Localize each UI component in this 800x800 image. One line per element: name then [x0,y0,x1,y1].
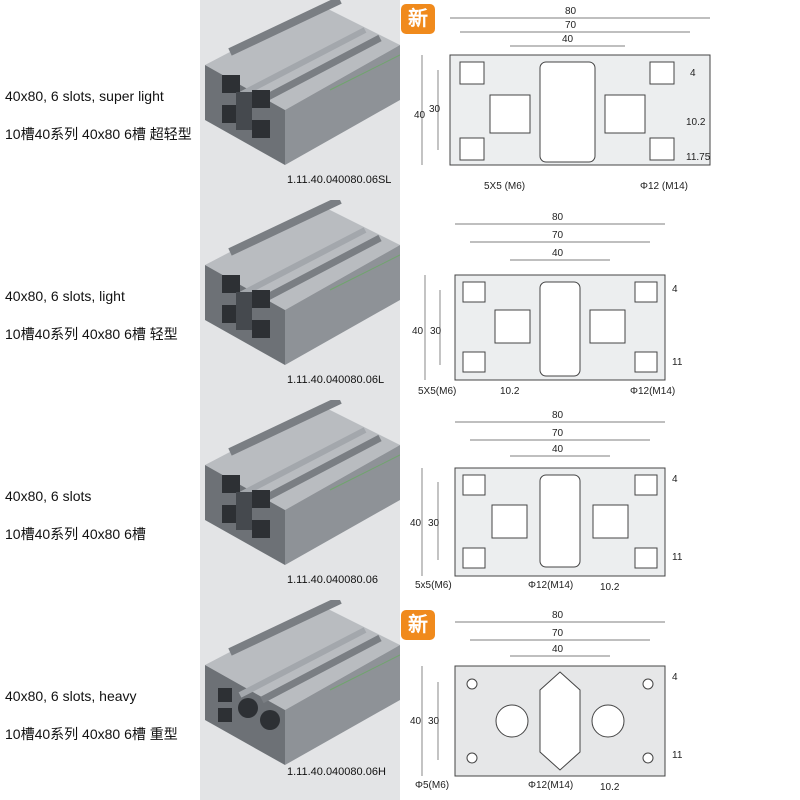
dim-height-30: 30 [430,326,442,337]
dim-width-40: 40 [552,248,564,259]
dim-hole: Φ12 (M14) [640,181,688,192]
profile-row-standard: 1.11.40.040080.06 40x80, 6 slots 10槽40系列… [0,400,800,600]
dim-height-30: 30 [429,104,441,115]
dim-width-70: 70 [552,628,564,639]
dim-slot: 5X5(M6) [418,386,456,397]
dim-4: 4 [672,474,678,485]
dim-11: 11 [672,552,683,563]
dim-4: 4 [690,68,696,79]
dim-width-70: 70 [565,20,577,31]
dim-hole: Φ12(M14) [528,780,573,791]
dim-height-30: 30 [428,518,440,529]
part-number: 1.11.40.040080.06L [287,374,385,386]
profile-title-cn: 10槽40系列 40x80 6槽 超轻型 [5,126,192,142]
dim-4: 4 [672,284,678,295]
technical-drawing: 80 70 40 40 30 4 11 10.2 5x5(M6) Φ12(M14… [410,410,683,593]
dim-11: 11 [672,357,683,368]
dim-10-2: 10.2 [500,386,520,397]
dim-height-30: 30 [428,716,440,727]
profile-title-en: 40x80, 6 slots, super light [5,88,164,104]
new-badge: 新 [401,4,435,34]
dim-width-80: 80 [552,212,564,223]
dim-height-40: 40 [414,110,426,121]
dim-width-80: 80 [552,610,564,621]
technical-drawing: 80 70 40 40 30 4 11 10.2 5X5(M6) Φ12(M14… [412,212,683,397]
profile-title-cn: 10槽40系列 40x80 6槽 [5,526,146,542]
part-number: 1.11.40.040080.06 [287,574,378,586]
profile-row-light: 1.11.40.040080.06L 40x80, 6 slots, light… [0,200,800,400]
dim-hole: Φ12(M14) [528,580,573,591]
technical-drawing: 80 70 40 40 30 4 11 10.2 Φ5(M6) Φ12(M14) [410,610,683,793]
part-number: 1.11.40.040080.06H [287,766,386,778]
dim-height-40: 40 [410,518,422,529]
profile-title-en: 40x80, 6 slots, heavy [5,688,137,704]
dim-slot: 5X5 (M6) [484,181,525,192]
dim-width-40: 40 [552,444,564,455]
profile-title-en: 40x80, 6 slots [5,488,92,504]
dim-slot: 5x5(M6) [415,580,452,591]
dim-10-2: 10.2 [600,782,620,793]
dim-width-40: 40 [562,34,574,45]
new-badge: 新 [401,610,435,640]
dim-height-40: 40 [412,326,424,337]
dim-11: 11 [672,750,683,761]
technical-drawing: 80 70 40 40 30 4 10.2 11.75 5X5 (M6) Φ12… [414,6,711,192]
profile-3d-render [205,600,400,765]
dim-width-80: 80 [552,410,564,421]
dim-4: 4 [672,672,678,683]
profile-title-cn: 10槽40系列 40x80 6槽 重型 [5,726,178,742]
profile-title-en: 40x80, 6 slots, light [5,288,125,304]
dim-slot: Φ5(M6) [415,780,449,791]
dim-height-40: 40 [410,716,422,727]
dim-10-2: 10.2 [600,582,620,593]
profile-title-cn: 10槽40系列 40x80 6槽 轻型 [5,326,178,342]
dim-11: 11.75 [686,152,711,163]
dim-width-70: 70 [552,230,564,241]
dim-width-80: 80 [565,6,577,17]
dim-hole: Φ12(M14) [630,386,675,397]
profile-3d-render [205,200,400,365]
dim-width-70: 70 [552,428,564,439]
profile-row-heavy: 1.11.40.040080.06H 40x80, 6 slots, heavy… [0,600,800,800]
part-number: 1.11.40.040080.06SL [287,174,392,186]
profile-3d-render [205,400,400,565]
dim-width-40: 40 [552,644,564,655]
profile-3d-render [205,0,400,165]
dim-10-2: 10.2 [686,117,706,128]
profile-row-super-light: 1.11.40.040080.06SL 40x80, 6 slots, supe… [0,0,800,200]
